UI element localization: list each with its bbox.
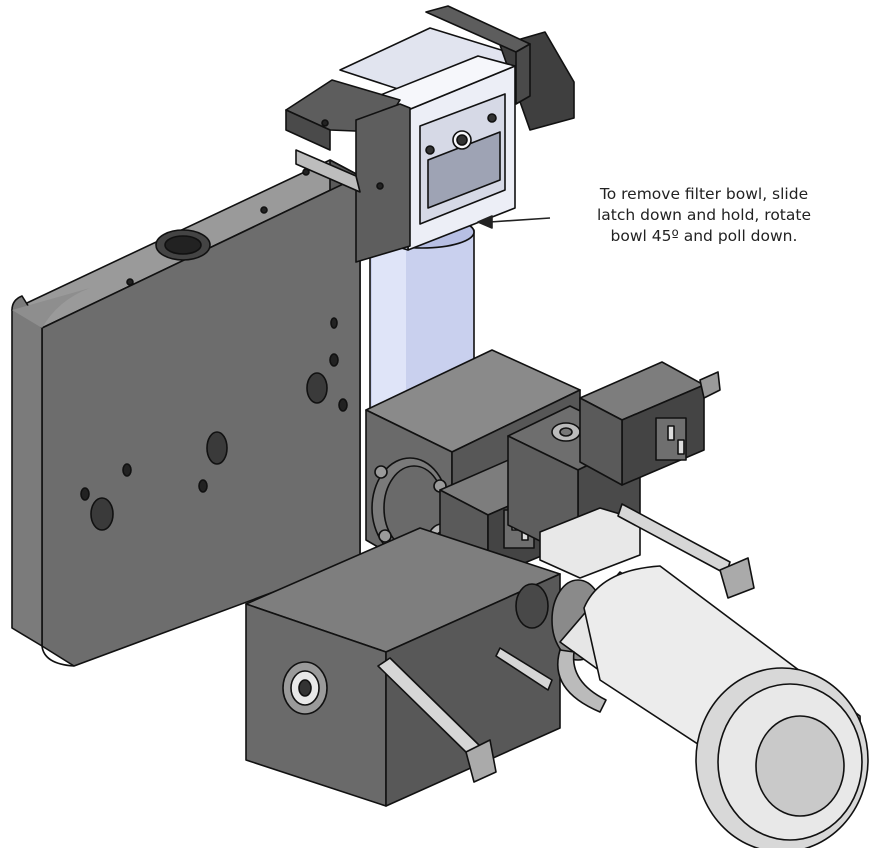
- callout-line: To remove filter bowl, slide: [599, 185, 809, 203]
- bolts: [377, 503, 755, 783]
- solenoid-right: [579, 361, 721, 486]
- filter-head: [285, 5, 575, 263]
- callout-line: latch down and hold, rotate: [596, 206, 811, 224]
- callout-text: To remove filter bowl, slide latch down …: [548, 184, 860, 247]
- manifold-plate: [11, 159, 361, 667]
- canister: [551, 565, 869, 848]
- callout-leader: [477, 215, 551, 229]
- lower-manifold: [245, 527, 561, 807]
- callout-line: bowl 45º and poll down.: [610, 227, 798, 245]
